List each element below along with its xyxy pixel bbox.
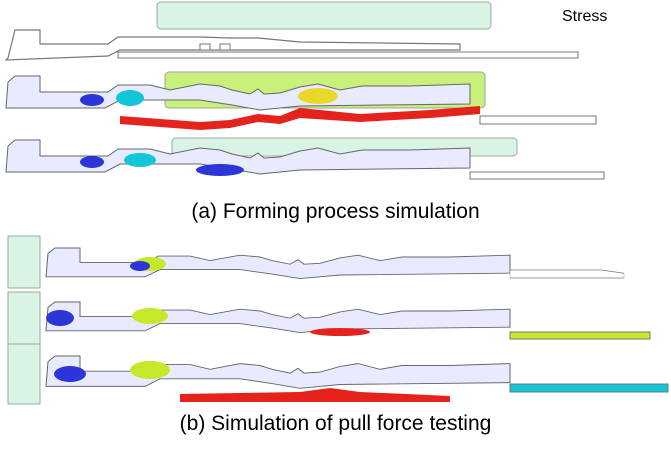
stress-spot [80,156,104,168]
grip-block [7,235,41,289]
stress-spot [130,261,150,271]
terminal-outline [4,29,461,61]
pull-row-2 [7,291,651,345]
crimp-tooth [199,43,211,51]
stress-spot [80,94,104,106]
wire-strip [479,115,597,125]
stress-spot [46,310,74,326]
upper-die [156,1,492,30]
stress-spot [310,328,370,336]
stress-spot [54,366,86,382]
stress-spot [124,153,156,167]
forming-row-mid [5,71,597,130]
legend-label: Stress [562,8,608,25]
caption-pull-test: (b) Simulation of pull force testing [179,412,492,435]
stress-spot [132,308,168,324]
stress-spot [196,164,244,176]
forming-row-final [5,137,605,180]
high-stress-band [120,106,480,130]
grip-block [7,291,41,345]
stress-spot [116,90,144,106]
wire-strip [117,51,579,59]
crimp-tooth [219,43,231,51]
wire-strip [469,171,605,180]
stress-spot [130,361,170,379]
high-stress-band [180,388,450,402]
forming-row-initial [4,1,579,61]
grip-block [7,343,41,405]
stress-spot [298,88,338,104]
caption-forming: (a) Forming process simulation [191,200,480,223]
pull-row-1 [7,235,625,289]
wire-strip [509,331,651,340]
wire-strip [509,383,669,393]
pull-row-3 [7,343,669,405]
